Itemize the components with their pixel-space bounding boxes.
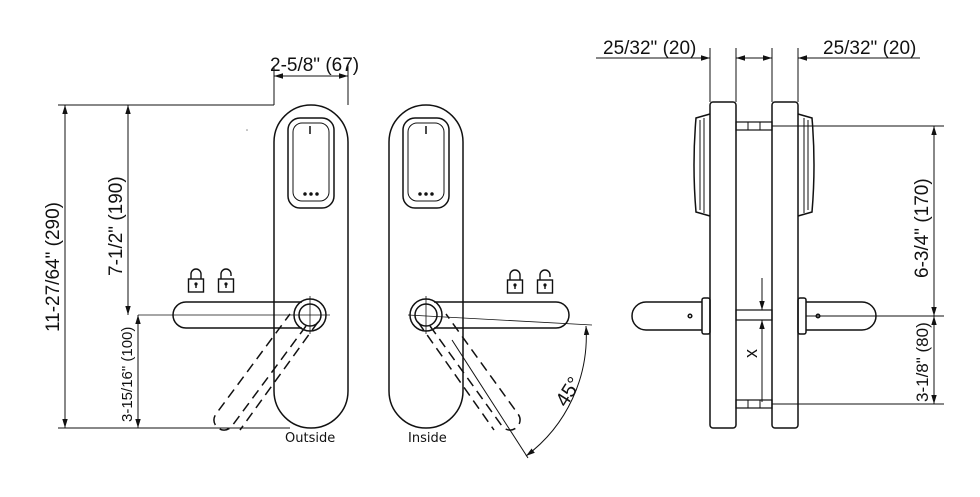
inside-caption: Inside (408, 431, 447, 446)
outside-escutcheon (273, 104, 349, 429)
side-dimension-lines (596, 48, 944, 405)
outside-view (138, 104, 349, 431)
side-right-reader (797, 113, 815, 217)
inside-handle (434, 301, 570, 329)
outside-lock-icons (187, 268, 235, 293)
side-right-label: 25/32" (20) (823, 38, 916, 59)
side-left-handle (631, 301, 702, 331)
outside-reader-window (287, 117, 335, 209)
side-view (631, 101, 877, 429)
width-front-label: 2-5/8" (67) (270, 55, 359, 76)
stray-mark (246, 129, 248, 131)
side-height-upper-label: 6-3/4" (170) (912, 178, 933, 278)
side-right-plate (771, 101, 799, 429)
angle-label: 45° (552, 373, 587, 410)
height-upper-label: 7-1/2" (190) (106, 176, 127, 276)
side-left-reader (693, 113, 711, 217)
inside-lock-icons (506, 269, 554, 294)
lock-open-icon (536, 269, 554, 294)
inside-reader-window (402, 117, 450, 209)
front-dimension-lines (58, 66, 349, 429)
angle-dimension (451, 325, 590, 459)
lock-closed-icon (187, 268, 205, 293)
inside-escutcheon (388, 104, 464, 429)
side-left-plate (709, 101, 737, 429)
side-left-label: 25/32" (20) (603, 38, 696, 59)
height-lower-label: 3-15/16" (100) (119, 327, 136, 422)
inside-view (388, 104, 593, 431)
outside-caption: Outside (285, 431, 335, 446)
lock-closed-icon (506, 269, 524, 294)
door-thickness-label: x (741, 349, 761, 358)
side-height-lower-label: 3-1/8" (80) (913, 322, 932, 402)
lock-open-icon (217, 268, 235, 293)
height-total-label: 11-27/64" (290) (43, 202, 64, 332)
